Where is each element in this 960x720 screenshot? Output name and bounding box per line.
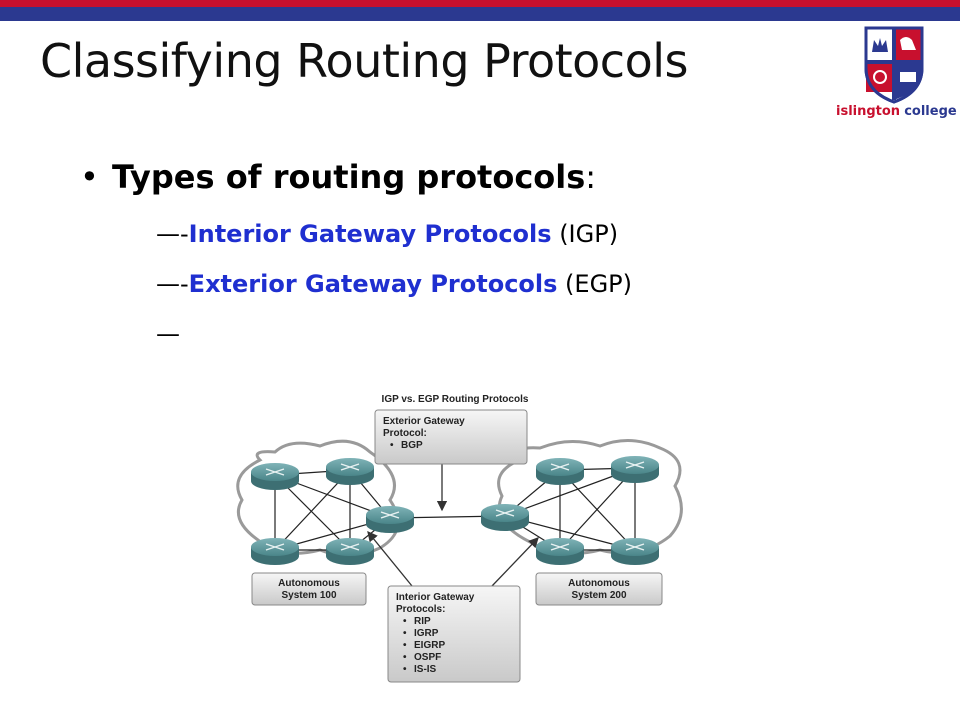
igp-bullet-icon: • — [403, 664, 407, 675]
router-icon — [251, 463, 299, 490]
router-icon — [611, 456, 659, 483]
as-left-box: Autonomous System 100 — [251, 572, 367, 606]
top-stripe-blue — [0, 7, 960, 21]
egp-item: BGP — [401, 440, 423, 451]
igp-bullet-icon: • — [403, 616, 407, 627]
sub-rest: (IGP) — [551, 220, 619, 248]
egp-heading-2: Protocol: — [383, 428, 427, 439]
igp-item: RIP — [414, 616, 431, 627]
igp-bullet-icon: • — [403, 652, 407, 663]
as-left-line1: Autonomous — [278, 578, 340, 589]
router-icon — [251, 538, 299, 565]
as-left-line2: System 100 — [281, 590, 336, 601]
as-right-line2: System 200 — [571, 590, 626, 601]
sub-prefix: —- — [156, 220, 189, 248]
diagram-title: IGP vs. EGP Routing Protocols — [382, 394, 529, 405]
igp-item: IS-IS — [414, 664, 437, 675]
router-icon — [536, 538, 584, 565]
college-crest-icon — [864, 26, 924, 104]
sub-highlight: Interior Gateway Protocols — [188, 220, 552, 248]
egp-bullet-icon: • — [390, 440, 394, 451]
bullet-suffix: : — [585, 158, 597, 196]
top-stripe-red — [0, 0, 960, 7]
router-icon — [326, 538, 374, 565]
egp-box: Exterior Gateway Protocol: • BGP — [374, 409, 528, 465]
igp-heading-2: Protocols: — [396, 604, 445, 615]
igp-bullet-icon: • — [403, 628, 407, 639]
router-icon — [366, 506, 414, 533]
router-icon — [536, 458, 584, 485]
igp-item: OSPF — [414, 652, 441, 663]
college-wordmark: islington college — [836, 104, 957, 119]
sub-item-igp: —-Interior Gateway Protocols (IGP) — [156, 220, 618, 248]
bullet-text: Types of routing protocols — [112, 158, 586, 196]
igp-box: Interior Gateway Protocols: • RIP • IGRP… — [387, 585, 521, 683]
logo-word-1: islington — [836, 104, 901, 119]
logo-word-2: college — [904, 104, 957, 119]
router-icon — [611, 538, 659, 565]
sub-prefix: — — [156, 320, 180, 348]
igp-item: IGRP — [414, 628, 439, 639]
slide-title: Classifying Routing Protocols — [40, 34, 689, 88]
igp-heading-1: Interior Gateway — [396, 592, 475, 603]
egp-heading-1: Exterior Gateway — [383, 416, 465, 427]
as-right-line1: Autonomous — [568, 578, 630, 589]
sub-item-egp: —-Exterior Gateway Protocols (EGP) — [156, 270, 632, 298]
sub-item-empty: — — [156, 320, 180, 348]
as-right-box: Autonomous System 200 — [535, 572, 663, 606]
router-icon — [481, 504, 529, 531]
router-icon — [326, 458, 374, 485]
bullet-dot-icon: • — [80, 158, 99, 196]
igp-item: EIGRP — [414, 640, 445, 651]
bullet-types: • Types of routing protocols: — [80, 158, 596, 196]
igp-bullet-icon: • — [403, 640, 407, 651]
igp-egp-diagram: IGP vs. EGP Routing Protocols — [236, 394, 683, 683]
sub-rest: (EGP) — [557, 270, 633, 298]
sub-prefix: —- — [156, 270, 189, 298]
sub-highlight: Exterior Gateway Protocols — [188, 270, 558, 298]
